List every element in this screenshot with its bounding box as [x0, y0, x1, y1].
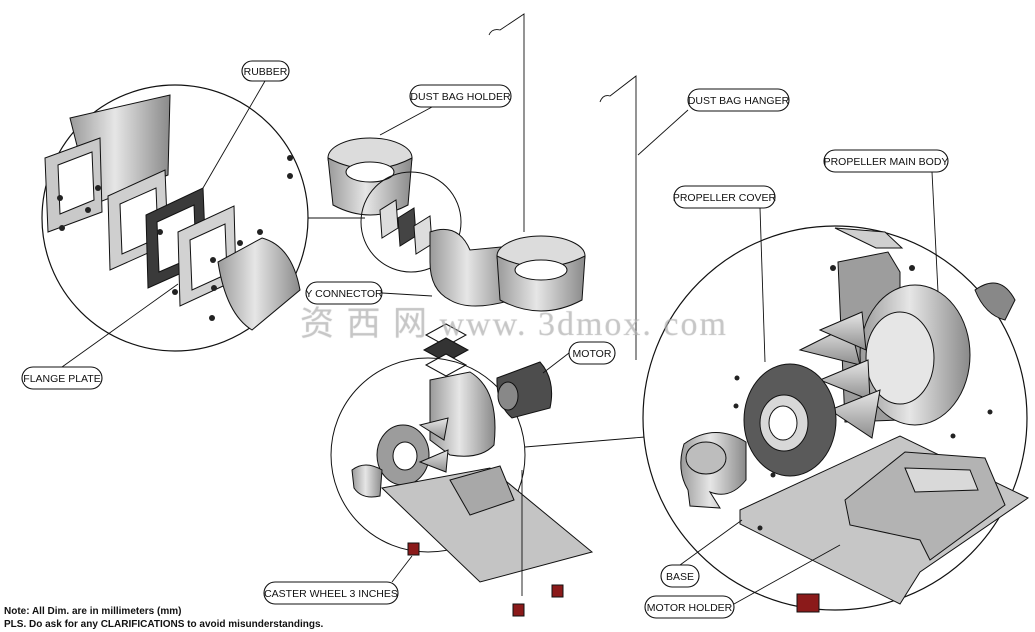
callout-motor: MOTOR — [542, 341, 616, 374]
svg-text:DUST BAG HOLDER: DUST BAG HOLDER — [410, 91, 511, 103]
callout-dust-bag-hanger: DUST BAG HANGER — [637, 88, 790, 156]
dust-bag-holder-part — [327, 137, 413, 216]
svg-text:DUST BAG HANGER: DUST BAG HANGER — [688, 95, 790, 107]
center-assembly — [327, 13, 646, 617]
callout-propeller-cover: PROPELLER COVER — [673, 185, 777, 363]
svg-text:RUBBER: RUBBER — [244, 66, 288, 78]
propeller-detail-zoom — [642, 225, 1029, 613]
watermark: 资 西 网 www. 3dmox. com — [300, 306, 728, 343]
propeller-cover-part — [743, 363, 837, 477]
svg-text:BASE: BASE — [666, 571, 694, 583]
caster-wheels — [407, 542, 564, 617]
motor-holder-part — [844, 451, 1006, 561]
note-dimensions: Note: All Dim. are in millimeters (mm) — [4, 606, 182, 617]
callout-motor-holder: MOTOR HOLDER — [644, 544, 841, 619]
callout-flange-plate: FLANGE PLATE — [21, 283, 179, 390]
svg-text:Y CONNECTOR: Y CONNECTOR — [305, 288, 383, 300]
svg-text:MOTOR: MOTOR — [573, 348, 612, 360]
callout-caster-wheel: CASTER WHEEL 3 INCHES — [263, 555, 413, 605]
callout-propeller-main-body: PROPELLER MAIN BODY — [823, 149, 949, 293]
propeller-blades — [798, 311, 881, 439]
svg-text:MOTOR HOLDER: MOTOR HOLDER — [647, 602, 733, 614]
svg-text:CASTER WHEEL 3 INCHES: CASTER WHEEL 3 INCHES — [264, 588, 398, 600]
callout-rubber: RUBBER — [202, 60, 290, 189]
callout-base: BASE — [660, 519, 743, 588]
svg-text:PROPELLER MAIN BODY: PROPELLER MAIN BODY — [824, 156, 949, 168]
svg-text:FLANGE PLATE: FLANGE PLATE — [23, 373, 100, 385]
note-clarifications: PLS. Do ask for any CLARIFICATIONS to av… — [4, 619, 324, 630]
flange-detail-zoom — [41, 84, 365, 352]
svg-text:PROPELLER COVER: PROPELLER COVER — [673, 192, 777, 204]
callout-y-connector: Y CONNECTOR — [305, 281, 433, 305]
callout-dust-bag-holder: DUST BAG HOLDER — [379, 84, 512, 136]
motor-part — [496, 361, 553, 419]
